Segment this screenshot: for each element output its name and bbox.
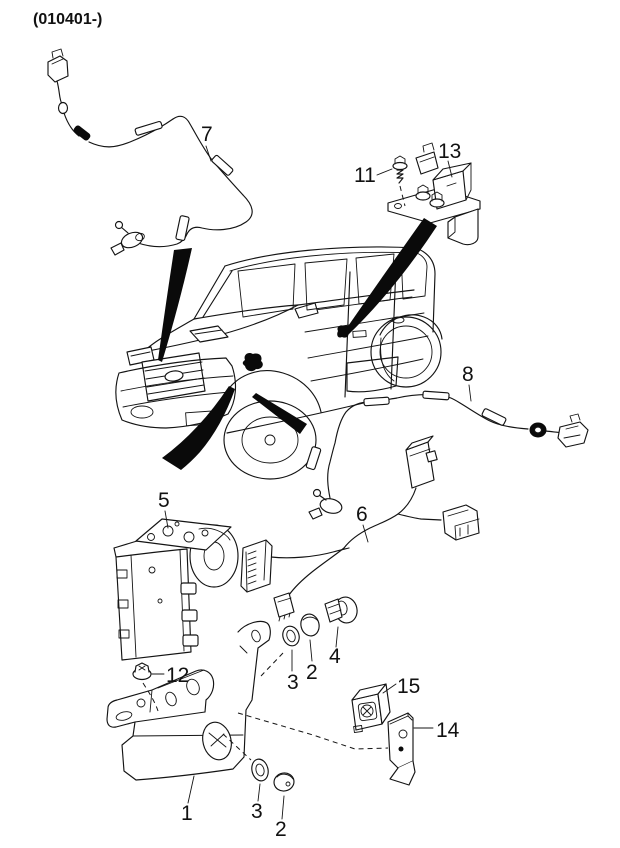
part4-bolt	[324, 596, 358, 624]
callout-5: 5	[158, 489, 170, 512]
callout-4: 4	[329, 645, 341, 668]
callout-7: 7	[201, 123, 213, 146]
part5-abs-hydraulic-unit	[113, 518, 239, 661]
callout-3-lower: 3	[251, 800, 263, 823]
callout-14: 14	[436, 719, 460, 742]
location-pointer-arrows	[158, 218, 437, 470]
part8-rear-speed-sensor-cable	[305, 390, 589, 520]
part3-grommet-lower	[251, 758, 269, 782]
callout-6: 6	[356, 503, 368, 526]
arrow-front-sensor-icon	[158, 248, 192, 362]
callout-12: 12	[166, 664, 189, 687]
part14-bracket	[387, 712, 416, 786]
callout-15: 15	[397, 675, 420, 698]
part3-grommet-upper	[282, 625, 300, 647]
part13-sensor-module-assembly	[387, 142, 481, 246]
part2-cap-upper	[300, 613, 320, 637]
part7-front-speed-sensor-cable	[47, 48, 253, 256]
callout-8: 8	[462, 363, 474, 386]
arrow-module-icon	[344, 218, 437, 336]
callout-11: 11	[354, 164, 376, 187]
part12-nut	[132, 662, 159, 712]
arrow-front-wheel-icon	[252, 393, 307, 434]
part1-mounting-bracket	[106, 620, 271, 781]
callout-labels: 7 11 13 8 5 6 12 3 2 4 1 3 2 15 14	[151, 123, 474, 841]
arrow-abs-unit-icon	[162, 386, 235, 470]
part11-screw	[392, 155, 408, 207]
part15-relay	[351, 683, 391, 733]
callout-3-upper: 3	[287, 671, 299, 694]
callout-1: 1	[181, 802, 193, 825]
callout-2-upper: 2	[306, 661, 318, 684]
part2-cap-lower	[273, 772, 295, 792]
catalog-code: (010401-)	[33, 11, 102, 28]
part6-wiring-harness	[240, 435, 480, 622]
callout-2-lower: 2	[275, 818, 287, 841]
callout-13: 13	[438, 140, 461, 163]
vehicle-illustration	[115, 246, 443, 480]
assembly-dashed-lines	[222, 652, 389, 761]
